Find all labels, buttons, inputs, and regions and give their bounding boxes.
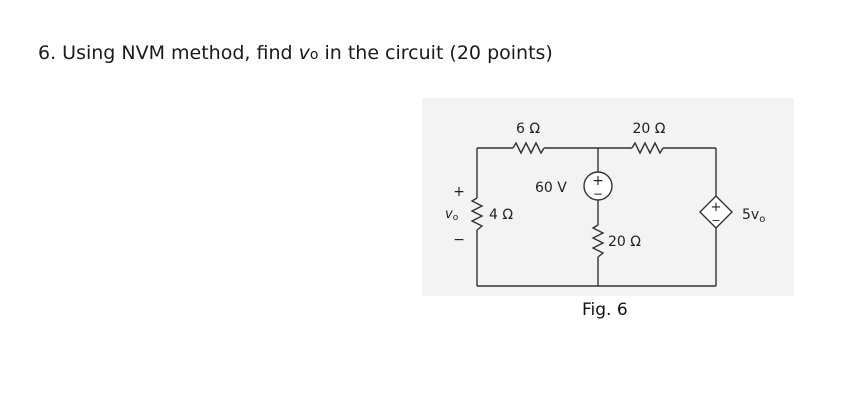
resistor-middle-label: 20 Ω — [608, 234, 641, 250]
question-prefix: 6. Using NVM method, find — [38, 42, 299, 64]
question-var-sub: o — [309, 47, 319, 63]
resistor-middle-zigzag — [591, 224, 605, 258]
figure-caption: Fig. 6 — [582, 300, 628, 320]
vo-label-main: v — [445, 207, 453, 222]
dependent-source-label: 5vo — [742, 207, 765, 225]
resistor-left-zigzag — [470, 197, 484, 231]
dependent-source-value-sub: o — [759, 214, 765, 225]
dependent-source-minus: − — [711, 214, 720, 227]
voltage-source-minus: − — [593, 187, 603, 201]
resistor-top-right-zigzag — [631, 141, 664, 155]
voltage-source-label: 60 V — [535, 180, 567, 196]
question-var: v — [298, 42, 310, 64]
vo-label: vo — [445, 207, 459, 223]
question-text: 6. Using NVM method, find vo in the circ… — [38, 42, 553, 64]
vo-plus: + — [453, 184, 465, 200]
question-suffix: in the circuit (20 points) — [318, 42, 553, 64]
vo-label-sub: o — [453, 213, 459, 223]
voltage-source-plus: + — [592, 173, 604, 189]
resistor-top-left-zigzag — [512, 141, 545, 155]
resistor-top-right-label: 20 Ω — [633, 121, 666, 137]
dependent-source-diamond — [699, 195, 733, 229]
dependent-source-plus: + — [711, 200, 722, 215]
voltage-source-circle — [583, 171, 613, 201]
resistor-left-label: 4 Ω — [489, 207, 513, 223]
vo-minus: − — [453, 232, 465, 248]
dependent-source-value: 5v — [742, 207, 759, 223]
resistor-top-left-label: 6 Ω — [516, 121, 540, 137]
scan-background — [422, 98, 794, 296]
